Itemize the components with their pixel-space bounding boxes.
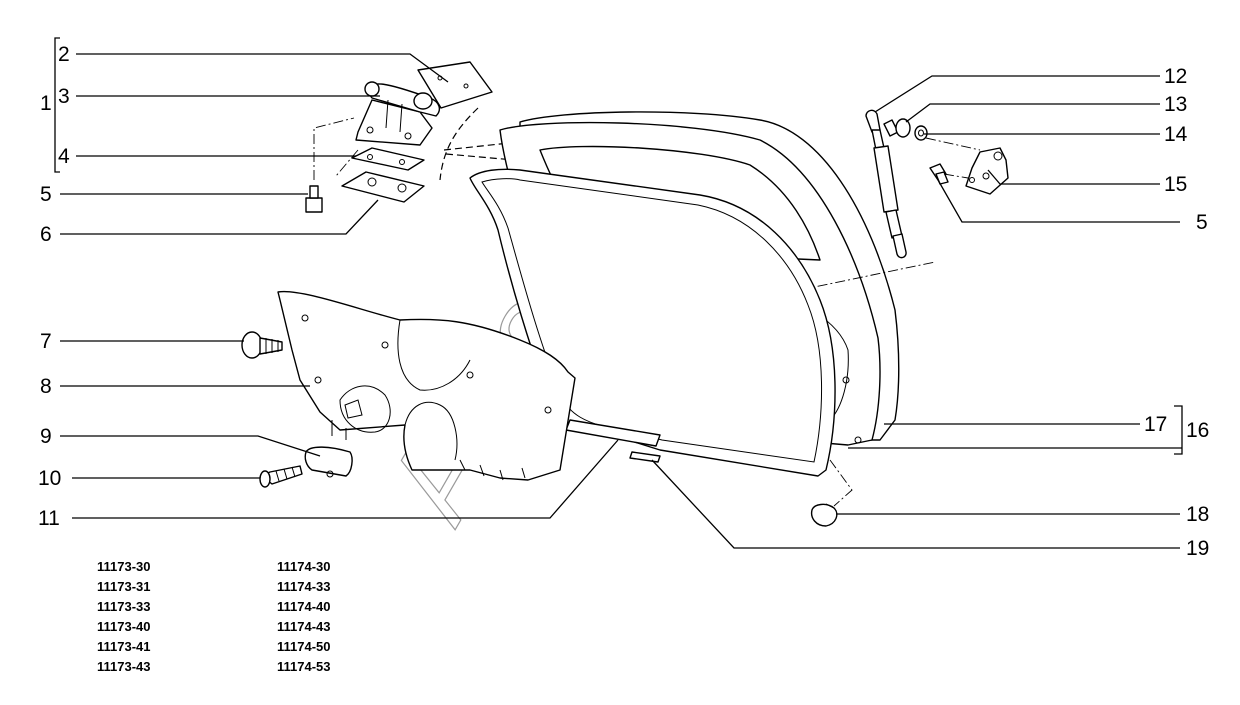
trim-panel	[277, 290, 576, 481]
leader-19	[651, 459, 1180, 549]
callout-6: 6	[40, 223, 52, 246]
leader-6	[60, 199, 379, 235]
handle-cover	[304, 446, 353, 478]
leader-13	[905, 103, 1160, 123]
model-code: 11174-30	[277, 559, 331, 574]
hinge	[355, 81, 441, 146]
model-code: 11173-41	[97, 639, 151, 654]
model-codes-col2: 11174-30 11174-33 11174-40 11174-43 1117…	[277, 557, 331, 677]
model-codes-col1: 11173-30 11173-31 11173-33 11173-40 1117…	[97, 557, 151, 677]
screw	[259, 465, 303, 488]
washer	[914, 125, 928, 141]
callout-18: 18	[1186, 503, 1209, 526]
model-code: 11173-30	[97, 559, 151, 574]
callout-15: 15	[1164, 173, 1187, 196]
leader-15	[987, 169, 1160, 185]
callout-9: 9	[40, 425, 52, 448]
model-code: 11174-50	[277, 639, 331, 654]
model-code: 11173-43	[97, 659, 151, 674]
callout-4: 4	[58, 145, 70, 168]
callout-5-right: 5	[1196, 211, 1208, 234]
callout-14: 14	[1164, 123, 1188, 146]
callout-7: 7	[40, 330, 52, 353]
callout-2: 2	[58, 43, 70, 66]
model-code: 11174-43	[277, 619, 331, 634]
model-code: 11174-53	[277, 659, 331, 674]
leader-12	[874, 75, 1160, 113]
gas-strut	[865, 109, 907, 259]
hinge-gasket	[351, 147, 425, 171]
callout-3: 3	[58, 85, 70, 108]
callout-8: 8	[40, 375, 52, 398]
strut-bracket	[965, 147, 1009, 195]
model-code: 11173-33	[97, 599, 151, 614]
callout-16: 16	[1186, 419, 1209, 442]
model-code: 11173-40	[97, 619, 151, 634]
bracket-16	[1174, 405, 1183, 455]
model-code: 11174-33	[277, 579, 331, 594]
callout-13: 13	[1164, 93, 1187, 116]
leader-2	[76, 53, 449, 83]
callout-17: 17	[1144, 413, 1167, 436]
callout-1: 1	[40, 92, 52, 115]
leader-11	[72, 439, 619, 519]
callout-11: 11	[38, 507, 60, 530]
bolt-left	[305, 185, 323, 213]
model-code: 11173-31	[97, 579, 151, 594]
callout-19: 19	[1186, 537, 1209, 560]
leader-5b	[937, 179, 1180, 223]
callout-12: 12	[1164, 65, 1187, 88]
ball-stud	[883, 118, 911, 138]
hinge-base-plate	[341, 171, 425, 203]
callout-10: 10	[38, 467, 61, 490]
panel-clip	[241, 331, 283, 359]
bracket-1	[54, 37, 60, 173]
bump-stop	[810, 503, 838, 527]
model-code: 11174-40	[277, 599, 331, 614]
leader-9	[60, 435, 321, 457]
callout-5-left: 5	[40, 183, 52, 206]
